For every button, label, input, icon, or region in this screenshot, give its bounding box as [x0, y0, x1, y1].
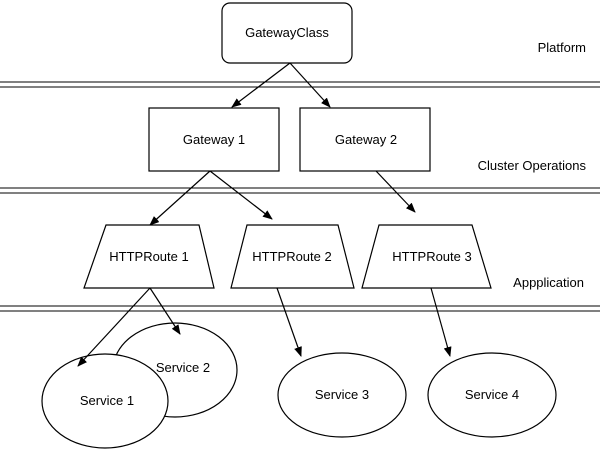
node-httproute-1: HTTPRoute 1 — [83, 224, 215, 289]
node-gatewayclass: GatewayClass — [221, 2, 353, 64]
layer-label-platform: Platform — [538, 40, 586, 55]
node-label-service-3: Service 3 — [315, 387, 369, 402]
layer-label-application: Appplication — [513, 275, 584, 290]
edge-gateway2-httproute3 — [375, 170, 416, 213]
separator-application — [0, 305, 600, 312]
node-gateway-2: Gateway 2 — [299, 107, 431, 172]
node-service-1: Service 1 — [41, 353, 169, 449]
layer-label-cluster-operations: Cluster Operations — [478, 158, 587, 173]
node-gateway-1: Gateway 1 — [148, 107, 280, 172]
separator-platform — [0, 81, 600, 88]
node-httproute-3: HTTPRoute 3 — [361, 224, 492, 289]
edge-httproute2-service3 — [276, 287, 302, 357]
node-label-gateway-2: Gateway 2 — [335, 132, 397, 147]
edge-gatewayclass-gateway2 — [289, 62, 331, 108]
node-service-4: Service 4 — [427, 352, 557, 438]
edge-httproute3-service4 — [430, 287, 452, 357]
node-httproute-2: HTTPRoute 2 — [230, 224, 355, 289]
node-label-gateway-1: Gateway 1 — [183, 132, 245, 147]
node-label-gatewayclass: GatewayClass — [245, 25, 329, 40]
node-label-service-2: Service 2 — [156, 360, 210, 375]
separator-cluster-operations — [0, 187, 600, 194]
node-label-httproute-1: HTTPRoute 1 — [109, 249, 188, 264]
node-label-httproute-3: HTTPRoute 3 — [392, 249, 471, 264]
node-label-service-1: Service 1 — [80, 393, 134, 408]
node-service-3: Service 3 — [277, 352, 407, 438]
edge-gatewayclass-gateway1 — [231, 62, 291, 108]
node-label-service-4: Service 4 — [465, 387, 519, 402]
edge-gateway1-httproute1 — [149, 170, 211, 226]
edge-httproute1-service2 — [149, 287, 181, 335]
edge-gateway1-httproute2 — [209, 170, 273, 220]
node-label-httproute-2: HTTPRoute 2 — [252, 249, 331, 264]
edge-httproute1-service1 — [77, 287, 151, 367]
